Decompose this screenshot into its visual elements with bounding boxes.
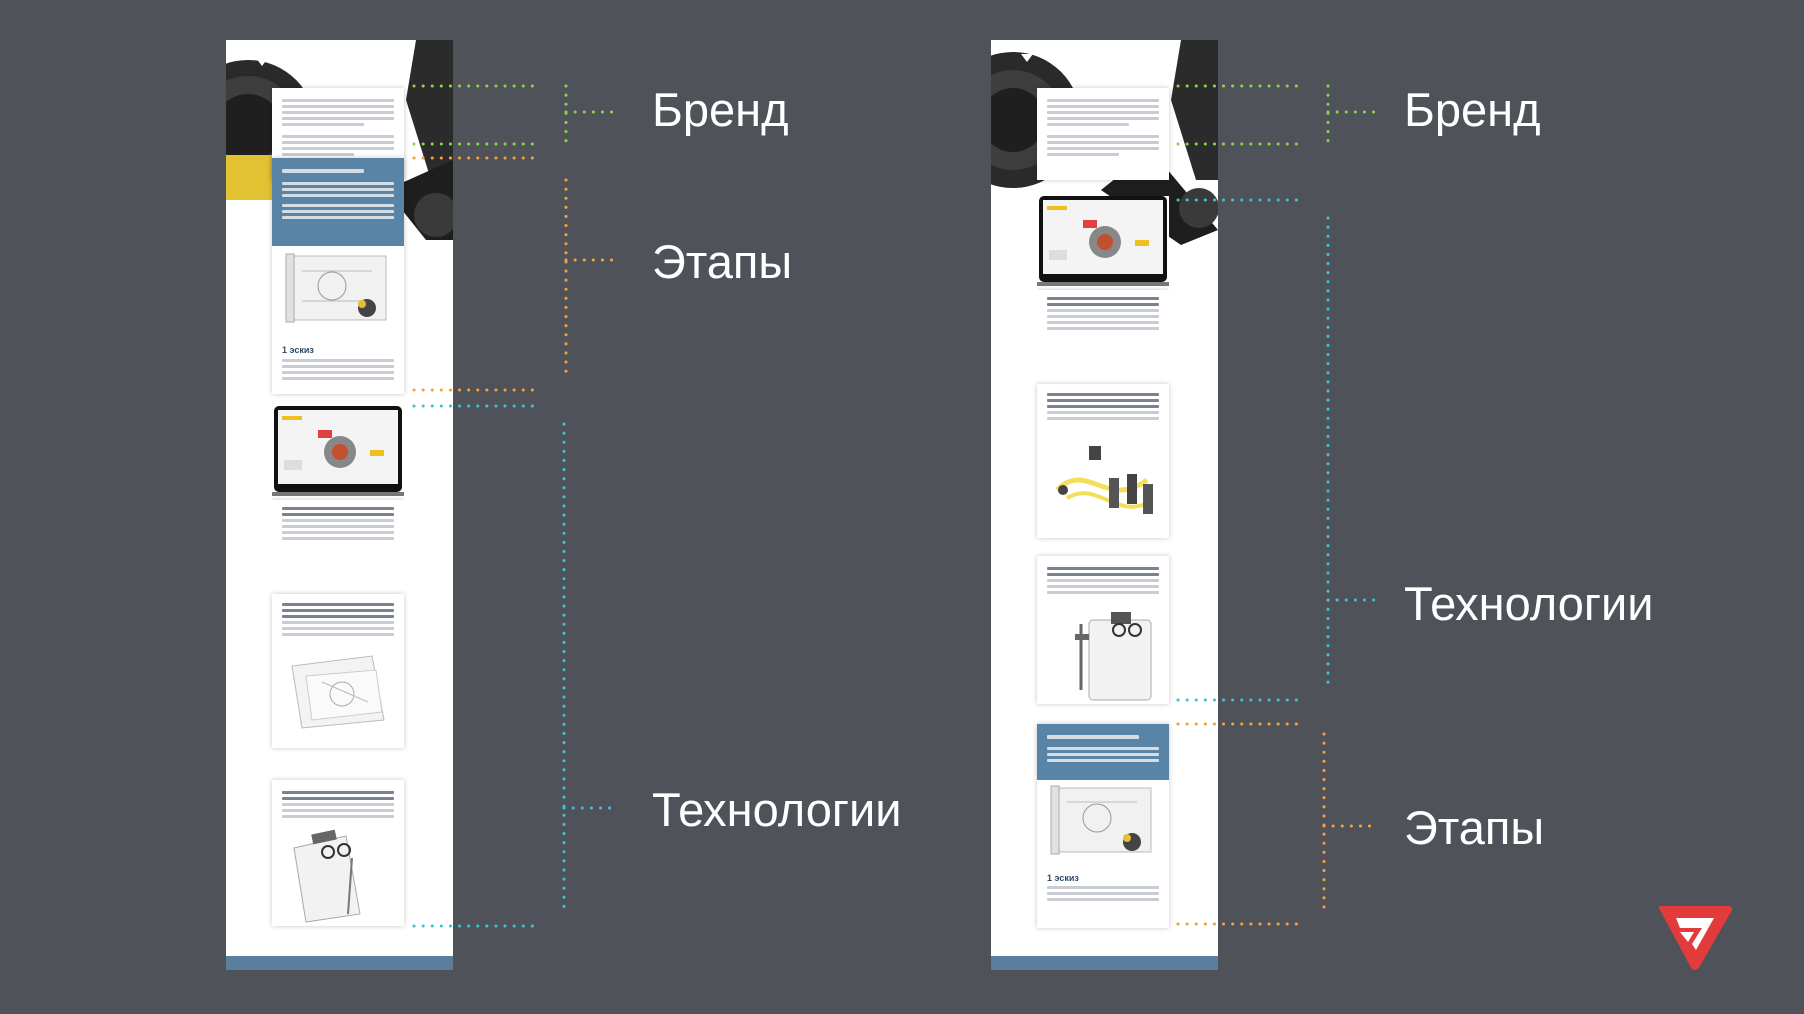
triangle-logo-icon [1658, 906, 1732, 970]
right-stages-label: Этапы [1404, 801, 1545, 854]
left-stages-label: Этапы [652, 235, 793, 288]
right-technologies-label: Технологии [1404, 577, 1654, 630]
laptop-screen [274, 406, 402, 492]
stages-header [272, 158, 404, 246]
laptop-screen-right [1039, 196, 1167, 282]
stages-header-right [1037, 724, 1169, 780]
technology-laptop-card-right [1037, 196, 1169, 364]
layout-preview-right: 1 эскиз [991, 40, 1218, 970]
left-technologies-bracket [412, 404, 616, 928]
technology-clipboard-card-right [1037, 556, 1169, 704]
right-technologies-bracket [1176, 198, 1378, 702]
pipeline-render-image [1055, 446, 1153, 514]
clipboard-image [293, 829, 361, 923]
layout-preview-left: 1 эскиз [226, 40, 453, 970]
left-technologies-label: Технологии [652, 783, 902, 836]
technology-clipboard-card [272, 780, 404, 926]
blueprint-sketch-image [285, 253, 387, 323]
technology-schematic-card [272, 594, 404, 748]
right-stages-bracket [1176, 722, 1374, 926]
left-brand-label: Бренд [652, 83, 789, 136]
right-brand-label: Бренд [1404, 83, 1541, 136]
right-brand-bracket [1176, 84, 1378, 146]
schematic-drawing-image [291, 655, 385, 729]
technology-laptop-card [272, 406, 404, 574]
brand-text-card-right [1037, 88, 1169, 180]
left-brand-bracket [412, 84, 616, 146]
blueprint-sketch-image-right [1050, 785, 1152, 855]
stages-card: 1 эскиз [272, 158, 404, 394]
clipboard-image-right [1075, 612, 1152, 701]
stages-card-right: 1 эскиз [1037, 724, 1169, 928]
technology-pipeline-card [1037, 384, 1169, 538]
left-stages-bracket [412, 156, 616, 392]
page-footer-bar [226, 956, 453, 970]
page-footer-bar-right [991, 956, 1218, 970]
